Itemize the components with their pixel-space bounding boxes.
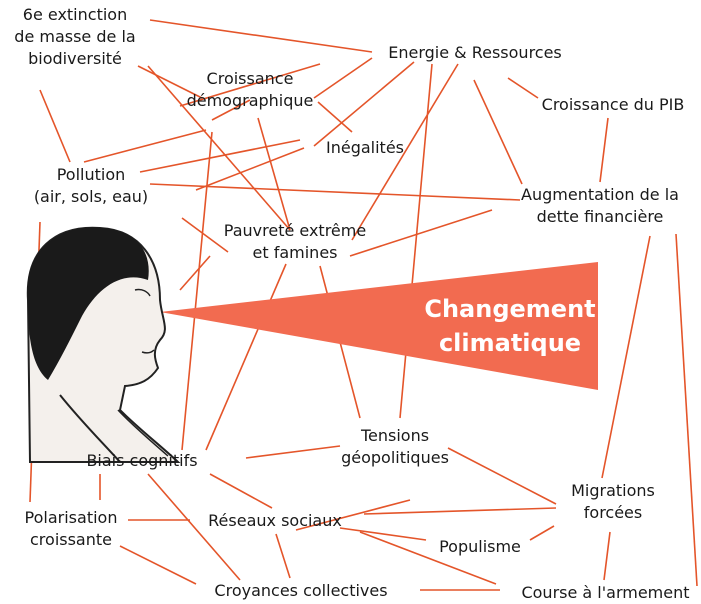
connection-line (83, 129, 207, 163)
connection-line (149, 19, 373, 53)
connection-line (675, 233, 698, 587)
connection-line (195, 147, 305, 191)
connection-line (399, 63, 433, 419)
node-croyances: Croyances collectives (214, 581, 388, 600)
human-head-profile (26, 226, 181, 463)
connection-line (275, 533, 291, 579)
node-pauvrete: Pauvreté extrême et famines (223, 221, 367, 262)
connection-line (507, 77, 539, 99)
connection-line (209, 473, 273, 509)
connection-line (147, 473, 241, 581)
node-energie: Energie & Ressources (388, 43, 562, 62)
node-reseaux: Réseaux sociaux (208, 511, 342, 530)
connection-line (205, 263, 287, 451)
connection-line (349, 209, 493, 257)
connection-line (447, 447, 557, 505)
connection-line (363, 507, 557, 515)
connection-line (317, 101, 353, 133)
connection-line (211, 99, 251, 121)
node-migrations: Migrations forcées (571, 481, 655, 522)
connection-line (39, 89, 71, 163)
connection-line (257, 117, 291, 231)
connection-line (149, 183, 521, 201)
connection-line (181, 131, 213, 451)
node-tensions: Tensions géopolitiques (341, 426, 449, 467)
node-populisme: Populisme (439, 537, 521, 556)
connection-line (139, 139, 301, 173)
connection-line (599, 117, 609, 183)
connection-line (147, 65, 291, 231)
node-biais: Biais cognitifs (86, 451, 198, 470)
connection-line (473, 79, 523, 185)
connection-line (245, 445, 341, 459)
climate-cone (160, 262, 598, 390)
connection-line (603, 531, 611, 581)
connection-line (313, 57, 373, 99)
connection-line (359, 531, 497, 585)
node-polarisation: Polarisation croissante (24, 508, 118, 549)
node-extinction: 6e extinction de masse de la biodiversit… (14, 5, 136, 68)
node-croissance-demo: Croissance démographique (186, 69, 314, 110)
center-title: Changement climatique (424, 295, 596, 357)
connection-line (137, 65, 203, 99)
connection-line (119, 545, 197, 585)
connection-line (601, 235, 651, 479)
connection-line (295, 499, 411, 531)
connection-line (181, 217, 229, 253)
node-armement: Course à l'armement (521, 583, 690, 602)
connection-line (313, 61, 415, 147)
node-inegalites: Inégalités (325, 138, 404, 157)
connection-line (179, 255, 211, 291)
node-pollution: Pollution (air, sols, eau) (33, 165, 149, 206)
connection-line (339, 527, 427, 541)
connection-line (179, 63, 321, 107)
node-dette: Augmentation de la dette financière (521, 185, 679, 226)
connection-line (529, 525, 555, 541)
node-croissance-pib: Croissance du PIB (541, 95, 685, 114)
connection-line (351, 63, 459, 241)
